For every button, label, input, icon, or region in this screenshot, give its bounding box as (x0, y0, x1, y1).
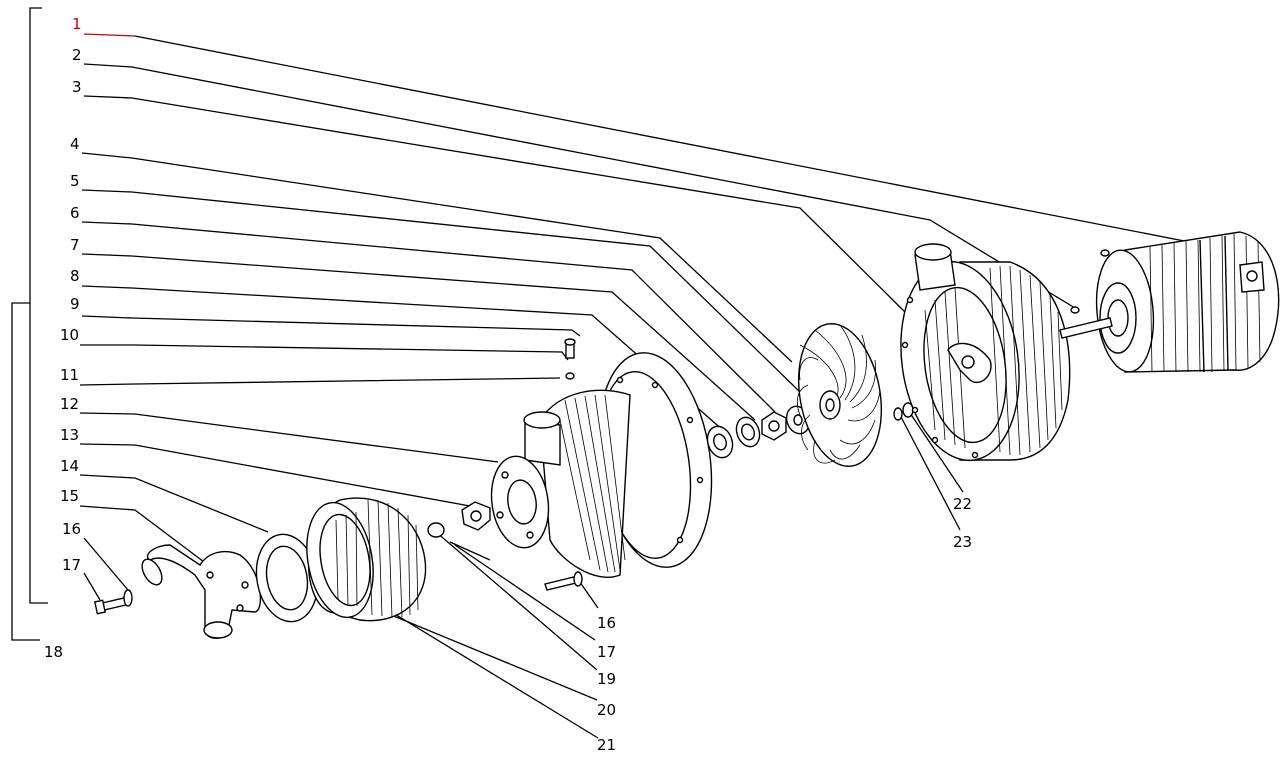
leader-line-23 (899, 414, 961, 531)
callout-label-19: 19 (597, 670, 616, 688)
callout-label-8: 8 (70, 267, 80, 285)
leader-line-12 (79, 412, 499, 463)
callout-label-1: 1 (72, 15, 82, 33)
leader-line-10 (80, 344, 569, 361)
leader-line-19 (435, 531, 598, 671)
nut-part-20 (427, 522, 445, 538)
callout-label-3: 3 (72, 78, 82, 96)
leader-line-22 (907, 409, 964, 493)
volute-casing-part-12 (490, 352, 713, 578)
leader-line-5 (81, 189, 801, 393)
bolt-part-10 (564, 338, 576, 359)
callout-label-17b: 17 (597, 643, 616, 661)
leader-line-16 (83, 537, 129, 591)
washer-part-16 (123, 589, 133, 607)
bolt-part-16b (544, 571, 583, 591)
stud-part-1 (1100, 249, 1110, 257)
leader-line-3 (83, 95, 906, 313)
impeller-part-4 (796, 323, 883, 467)
callout-label-17: 17 (62, 556, 81, 574)
callout-label-10: 10 (60, 326, 79, 344)
callout-label-7: 7 (70, 236, 80, 254)
leader-line-7 (81, 253, 756, 421)
leader-line-1-ext (134, 35, 1216, 248)
motor-part-1 (1059, 231, 1280, 373)
callout-label-14: 14 (60, 457, 79, 475)
leader-line-17 (83, 572, 101, 601)
stud-part-2 (1070, 306, 1080, 314)
leader-line-14 (79, 474, 269, 533)
elbow-pipe-part-15 (141, 544, 262, 639)
callout-label-15: 15 (60, 487, 79, 505)
leader-line-1 (83, 33, 136, 37)
nut-part-6 (761, 411, 787, 441)
callout-label-21: 21 (597, 736, 616, 754)
callout-label-16: 16 (62, 520, 81, 538)
callout-label-13: 13 (60, 426, 79, 444)
strainer-part-21 (306, 497, 427, 622)
callout-label-20: 20 (597, 701, 616, 719)
leader-line-21 (379, 604, 599, 739)
leader-line-15 (79, 505, 209, 566)
washer-part-23 (893, 407, 903, 421)
callout-label-6: 6 (70, 204, 80, 222)
leader-line-6 (81, 221, 776, 413)
washer-part-11 (565, 372, 575, 380)
bearing-part-8 (706, 425, 734, 459)
seal-ring-part-7 (735, 416, 761, 448)
leader-line-9 (81, 315, 581, 337)
callout-label-23: 23 (953, 533, 972, 551)
callout-label-4: 4 (70, 135, 80, 153)
callout-label-16b: 16 (597, 614, 616, 632)
callout-label-5: 5 (70, 172, 80, 190)
callout-label-22: 22 (953, 495, 972, 513)
leader-line-17b (454, 544, 596, 641)
leader-line-13 (79, 443, 471, 507)
leader-line-4 (81, 152, 793, 363)
callout-label-18: 18 (44, 643, 63, 661)
flange-small-part-13 (461, 501, 491, 531)
gasket-part-14 (255, 533, 319, 623)
callout-label-9: 9 (70, 295, 80, 313)
assembly-bracket-inner (29, 7, 48, 604)
assembly-bracket-outer (11, 302, 40, 641)
back-cover-part-3 (900, 243, 1071, 462)
leader-line-11 (79, 377, 561, 386)
callout-label-11: 11 (60, 366, 79, 384)
pin-part-19 (449, 541, 491, 561)
callout-label-12: 12 (60, 395, 79, 413)
callout-label-2: 2 (72, 46, 82, 64)
